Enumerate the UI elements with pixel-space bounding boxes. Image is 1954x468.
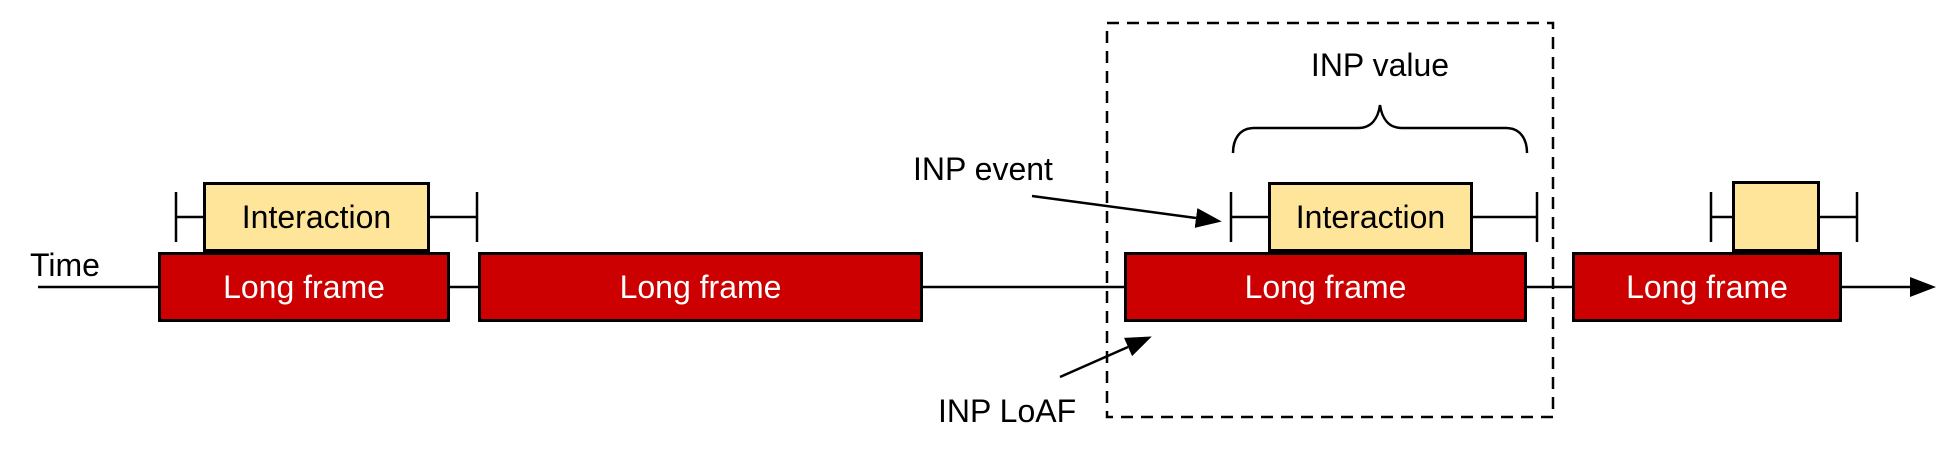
inp-value-brace <box>1231 104 1529 154</box>
long-frame-4: Long frame <box>1572 252 1842 322</box>
interaction-box-3 <box>1732 181 1820 252</box>
long-frame-2: Long frame <box>478 252 923 322</box>
interaction-3-range-markers <box>1709 192 1859 242</box>
interaction-box-2: Interaction <box>1268 182 1473 252</box>
interaction-label: Interaction <box>1295 198 1446 235</box>
time-axis-label: Time <box>30 247 100 283</box>
inp-loaf-label: INP LoAF <box>938 393 1077 429</box>
inp-event-label: INP event <box>913 151 1053 187</box>
inp-event-arrow <box>1031 194 1222 228</box>
long-frame-label: Long frame <box>619 268 782 305</box>
long-frame-1: Long frame <box>158 252 450 322</box>
long-frame-label: Long frame <box>1244 268 1407 305</box>
inp-value-label: INP value <box>1310 47 1450 83</box>
interaction-label: Interaction <box>241 198 392 235</box>
interaction-1-range-markers <box>174 192 479 242</box>
long-frame-3: Long frame <box>1124 252 1527 322</box>
long-frame-label: Long frame <box>223 268 385 305</box>
long-frame-label: Long frame <box>1626 268 1788 305</box>
inp-loaf-arrow <box>1059 336 1152 379</box>
inp-loaf-window-outline <box>1105 21 1555 419</box>
interaction-box-1: Interaction <box>203 182 430 252</box>
interaction-2-range-markers <box>1229 192 1539 242</box>
